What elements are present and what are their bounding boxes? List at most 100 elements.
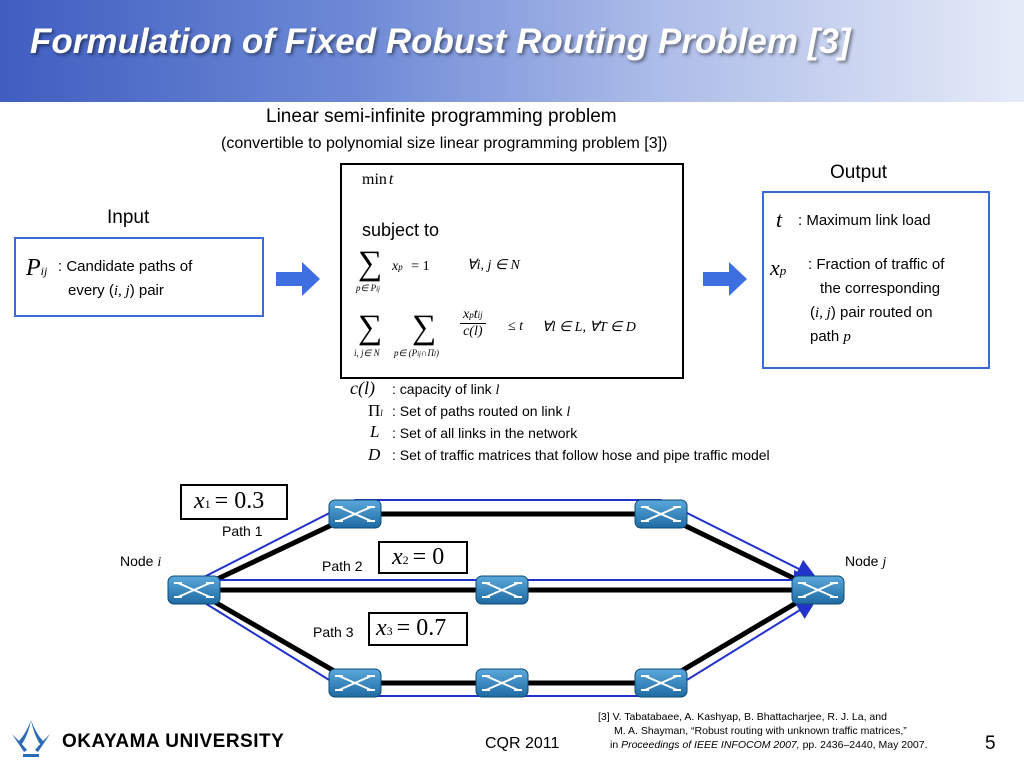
input-desc-line1: : Candidate paths of <box>58 258 193 275</box>
input-symbol: Pij <box>26 255 47 282</box>
c2-den: c(l) <box>463 324 483 339</box>
c2-sub2e: ) <box>435 348 439 358</box>
node-j-var: j <box>882 555 887 570</box>
output-x-desc-4a: path <box>810 328 844 345</box>
university-logo-icon <box>12 720 50 757</box>
arrow-right-icon <box>703 262 747 296</box>
legend-pi-sub: l <box>380 408 383 418</box>
path-2-var: x <box>392 544 403 570</box>
path-1-sub: 1 <box>204 497 211 511</box>
output-x-desc-1: : Fraction of traffic of <box>808 256 945 273</box>
routers <box>167 499 845 698</box>
path-3-sub: 3 <box>386 624 393 638</box>
legend-symbol-c: c(l) <box>350 378 375 398</box>
path-3-value-box: x3= 0.7 <box>368 612 468 646</box>
legend-text-L: : Set of all links in the network <box>392 425 578 441</box>
link <box>659 511 820 593</box>
path-1-value: = 0.3 <box>214 488 265 514</box>
node-j-label: Node j <box>845 553 886 571</box>
legend-symbol-L: L <box>370 422 380 441</box>
sum-symbol: ∑ <box>358 309 383 346</box>
c2-fraction: xptij c(l) <box>460 305 486 340</box>
arrow-right-icon <box>276 262 320 296</box>
page-number: 5 <box>985 733 996 754</box>
c2-forall: ∀l ∈ L, ∀T ∈ D <box>542 320 636 335</box>
reference-3b: Proceedings of IEEE INFOCOM 2007, <box>621 739 800 751</box>
router-icon <box>475 668 529 698</box>
c2-num-sub: p <box>469 310 474 320</box>
path-3-value: = 0.7 <box>396 615 447 641</box>
route-paths <box>199 499 817 697</box>
input-desc-2a: every ( <box>68 282 114 299</box>
input-symbol-sub: ij <box>40 264 48 278</box>
input-label: Input <box>107 207 150 228</box>
path-2-label: Path 2 <box>322 558 363 574</box>
legend-text-D: : Set of traffic matrices that follow ho… <box>392 447 770 463</box>
output-x-desc-3b: i, j <box>815 305 831 321</box>
node-i-text: Node <box>120 553 158 569</box>
input-desc-2c: ) pair <box>129 282 164 299</box>
footer-event: CQR 2011 <box>485 735 560 752</box>
c1-expr: xp = 1 <box>392 257 430 275</box>
c2-num2-sub: ij <box>477 310 483 320</box>
c2-sum-sub1: i, j∈ N <box>354 348 380 358</box>
input-desc-2b: i, j <box>113 283 130 299</box>
output-box: t : Maximum link load xp : Fraction of t… <box>762 191 990 369</box>
output-x-symbol: xp <box>770 255 786 281</box>
c2-num: x <box>463 307 470 322</box>
router-icon <box>634 668 688 698</box>
input-box: Pij : Candidate paths of every (i, j) pa… <box>14 237 264 317</box>
c2-num2: t <box>473 307 478 322</box>
objective-var: t <box>388 171 394 188</box>
path-3-label: Path 3 <box>313 624 354 640</box>
c1-sum-sub: p∈ Pij <box>356 283 380 294</box>
legend-c-var: l <box>495 383 500 398</box>
link <box>192 511 357 593</box>
c2-sub2d: l <box>433 350 436 358</box>
output-label: Output <box>830 162 888 183</box>
c1-rhs: = 1 <box>411 259 430 274</box>
path-2-sub: 2 <box>402 553 409 567</box>
path-2-value: = 0 <box>412 544 445 570</box>
sum-symbol: ∑ <box>358 245 383 282</box>
path-1-route <box>199 499 817 580</box>
output-x: x <box>770 255 780 280</box>
c1-forall: ∀i, j ∈ N <box>467 258 520 273</box>
legend-symbol-pi: Πl <box>368 401 383 421</box>
legend-text-pi: : Set of paths routed on link l <box>392 403 570 421</box>
reference-line-1: [3] V. Tabatabaee, A. Kashyap, B. Bhatta… <box>598 711 887 723</box>
output-x-desc-3a: ( <box>810 304 815 321</box>
input-desc-line2: every (i, j) pair <box>68 282 164 300</box>
path-1-value-box: x1= 0.3 <box>180 484 288 520</box>
c2-sub2b: ij <box>417 350 421 358</box>
c2-sub2c: ∩Π <box>420 348 434 358</box>
reference-line-3: in Proceedings of IEEE INFOCOM 2007, pp.… <box>610 738 928 752</box>
legend-text-c: : capacity of link l <box>392 381 499 399</box>
output-x-desc-4b: p <box>843 329 851 345</box>
node-i-label: Node i <box>120 553 161 571</box>
path-2-value-box: x2= 0 <box>378 541 468 574</box>
c2-sub2: p∈ (P <box>394 348 418 358</box>
legend-symbol-D: D <box>368 445 381 464</box>
input-symbol-P: P <box>26 255 41 281</box>
router-icon <box>328 668 382 698</box>
c2-sum-sub2: p∈ (Pij∩Πl) <box>394 348 439 359</box>
output-x-desc-2: the corresponding <box>820 280 941 297</box>
path-3-route <box>199 599 817 697</box>
reference-3c: pp. 2436–2440, May 2007. <box>799 739 928 751</box>
router-icon <box>634 499 688 529</box>
link <box>659 587 820 686</box>
path-1-var: x <box>194 488 205 514</box>
legend-pi-var: l <box>566 405 571 420</box>
output-t-desc: : Maximum link load <box>798 212 931 229</box>
problem-heading: Linear semi-infinite programming problem <box>266 106 617 127</box>
output-t-symbol: t <box>776 207 783 232</box>
router-icon <box>475 575 529 605</box>
path-3-var: x <box>376 615 387 641</box>
legend-pi: Π <box>368 401 381 420</box>
output-x-desc-3: (i, j) pair routed on <box>810 304 933 322</box>
router-icon <box>791 575 845 605</box>
output-x-desc-4: path p <box>810 328 851 346</box>
